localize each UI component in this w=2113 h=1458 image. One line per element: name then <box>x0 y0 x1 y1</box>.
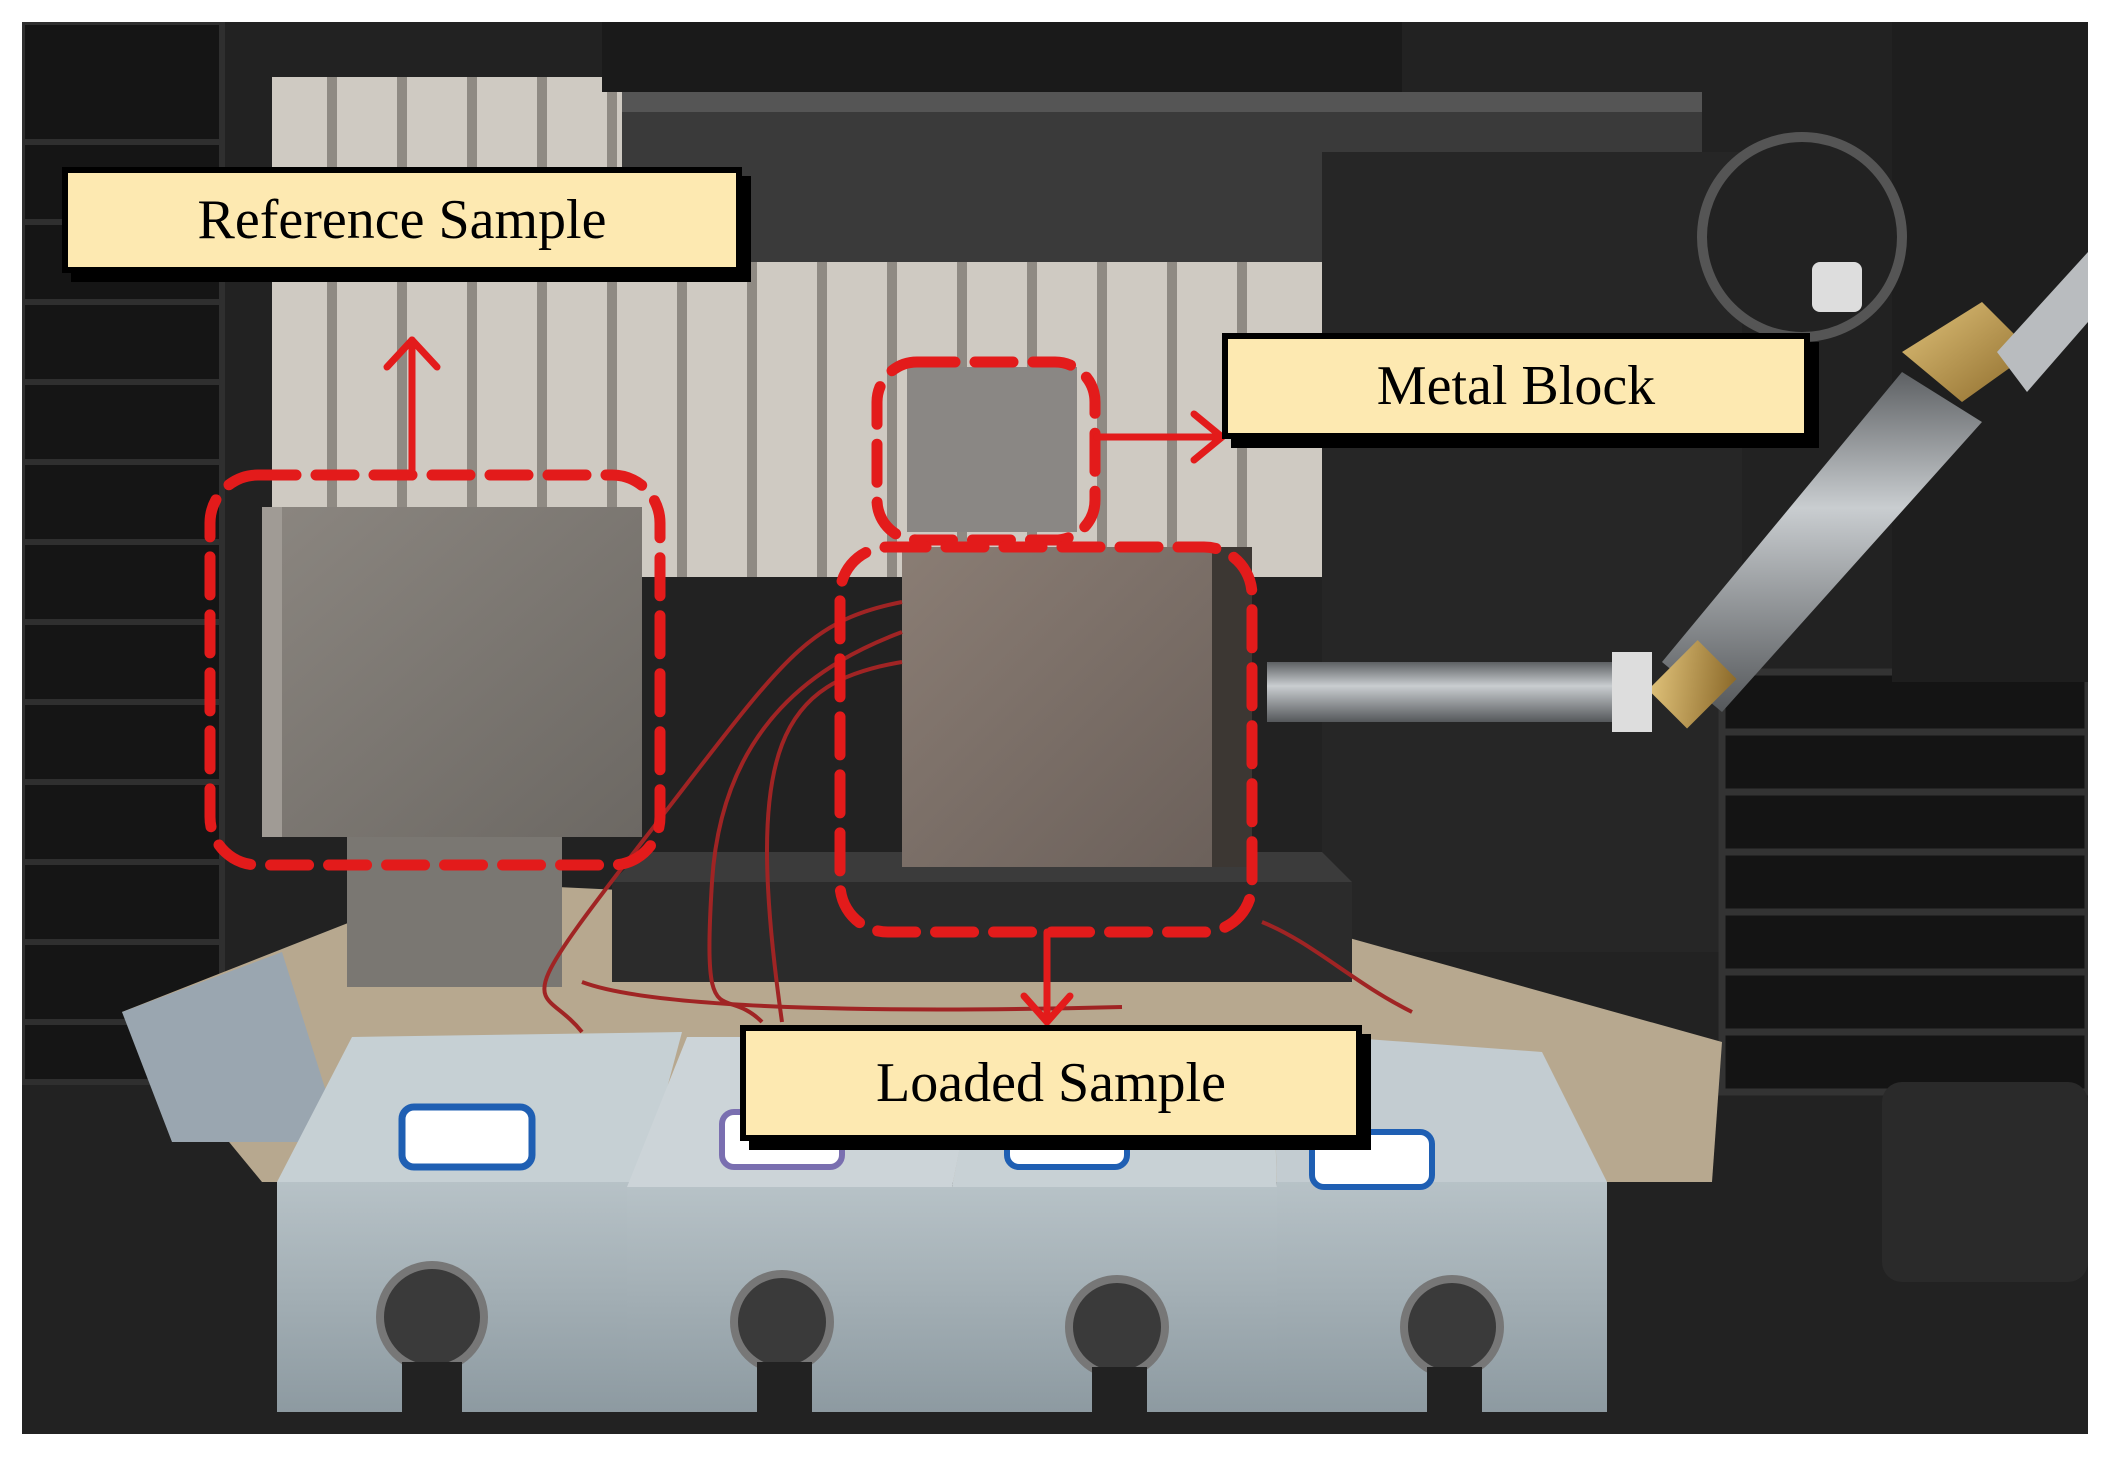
pipe <box>1662 372 1982 712</box>
press-top <box>602 22 1402 92</box>
right-bellows <box>1718 668 2088 1096</box>
sensor-wires <box>542 600 1413 1034</box>
right-frame <box>1322 152 1742 952</box>
brass-fitting <box>1902 302 2032 402</box>
horizontal-rod <box>1267 662 1637 722</box>
loaded-sample-highlight <box>834 541 1258 938</box>
reference-sample-label: Reference Sample <box>62 167 742 273</box>
reference-sample <box>262 507 642 837</box>
amplifier-box-1 <box>277 1032 682 1434</box>
metal-block-text: Metal Block <box>1376 355 1656 417</box>
reference-sample-text: Reference Sample <box>197 189 607 251</box>
steel-plate <box>612 882 1352 982</box>
pressure-gauge <box>1697 132 1907 342</box>
metal-block-highlight <box>871 356 1101 546</box>
reference-sample-highlight <box>204 469 666 871</box>
metal-block <box>907 367 1077 532</box>
loaded-sample-label: Loaded Sample <box>740 1025 1362 1141</box>
loaded-sample-text: Loaded Sample <box>876 1052 1226 1114</box>
window-blinds <box>327 77 1247 577</box>
metal-block-label: Metal Block <box>1222 333 1810 439</box>
loaded-sample <box>902 547 1222 867</box>
